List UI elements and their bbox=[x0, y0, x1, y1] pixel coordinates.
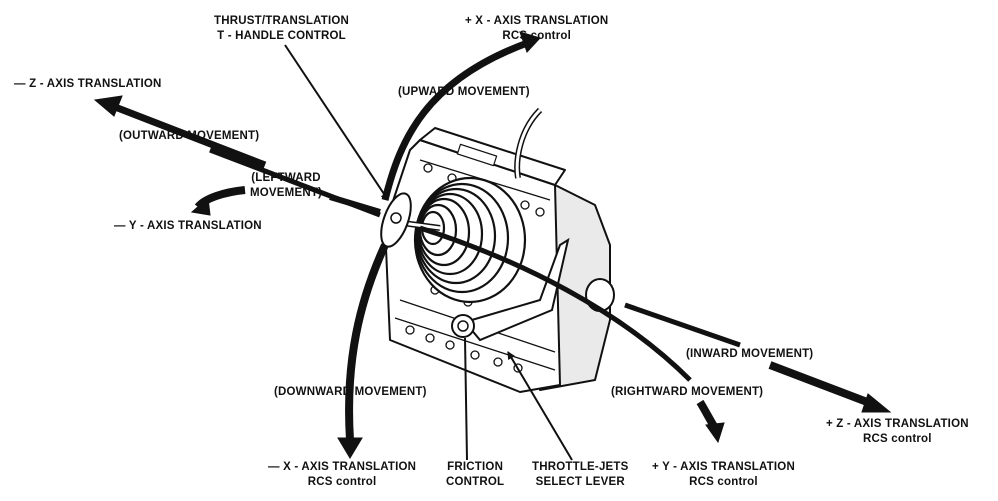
label-plus-z-axis: + Z - AXIS TRANSLATION RCS control bbox=[826, 417, 969, 447]
label-rightward-movement: (RIGHTWARD MOVEMENT) bbox=[611, 386, 764, 398]
label-line: THROTTLE-JETS bbox=[532, 461, 629, 473]
label-line: + X - AXIS TRANSLATION bbox=[465, 15, 609, 27]
arrow-rightward bbox=[419, 225, 692, 382]
arrow-outward bbox=[113, 103, 267, 169]
leader-lines bbox=[284, 44, 573, 461]
leader-throttle bbox=[507, 351, 573, 461]
label-line: + Y - AXIS TRANSLATION bbox=[652, 461, 795, 473]
label-line: FRICTION bbox=[447, 461, 504, 473]
arrowhead-downward bbox=[337, 437, 363, 459]
label-subline: RCS control bbox=[502, 30, 572, 42]
label-minus-y-axis: — Y - AXIS TRANSLATION bbox=[114, 220, 262, 232]
arrowhead-inward bbox=[861, 393, 892, 413]
leader-friction bbox=[464, 337, 468, 461]
throttle-jets-select-lever-graphic[interactable] bbox=[463, 237, 570, 342]
label-plus-x-axis: + X - AXIS TRANSLATION RCS control bbox=[465, 14, 608, 44]
label-throttle-jets-select-lever: THROTTLE-JETS SELECT LEVER bbox=[532, 460, 629, 490]
label-line: SELECT LEVER bbox=[535, 476, 625, 488]
label-minus-z-axis: — Z - AXIS TRANSLATION bbox=[14, 78, 162, 90]
label-line: MOVEMENT) bbox=[250, 187, 323, 199]
arrowhead-outward bbox=[93, 95, 123, 117]
arrowhead-rightward bbox=[705, 422, 725, 444]
label-plus-y-axis: + Y - AXIS TRANSLATION RCS control bbox=[652, 460, 795, 490]
label-line: (LEFTWARD bbox=[251, 172, 321, 184]
label-subline: RCS control bbox=[689, 476, 758, 488]
arrow-leftward bbox=[329, 194, 381, 215]
label-friction-control: FRICTION CONTROL bbox=[446, 460, 504, 490]
label-line: — X - AXIS TRANSLATION bbox=[268, 461, 417, 473]
arrowhead-upward bbox=[519, 31, 541, 53]
label-line: + Z - AXIS TRANSLATION bbox=[826, 418, 969, 430]
arrow-downward bbox=[345, 243, 389, 441]
label-line: CONTROL bbox=[446, 476, 505, 488]
leader-t-handle bbox=[284, 44, 389, 201]
label-thrust-translation-t-handle: THRUST/TRANSLATION T - HANDLE CONTROL bbox=[214, 14, 349, 44]
label-outward-movement: (OUTWARD MOVEMENT) bbox=[119, 130, 260, 142]
label-upward-movement: (UPWARD MOVEMENT) bbox=[398, 86, 530, 98]
bellows-boot bbox=[413, 176, 527, 304]
label-minus-x-axis: — X - AXIS TRANSLATION RCS control bbox=[268, 460, 416, 490]
label-line: T - HANDLE CONTROL bbox=[217, 30, 346, 42]
arrowhead-leftward bbox=[190, 196, 211, 216]
arrow-upward bbox=[381, 38, 532, 201]
friction-control-knob[interactable] bbox=[451, 314, 475, 338]
arrow-inward bbox=[624, 302, 741, 348]
label-subline: RCS control bbox=[863, 433, 932, 445]
movement-arrows bbox=[93, 31, 892, 459]
label-subline: RCS control bbox=[307, 476, 377, 488]
label-inward-movement: (INWARD MOVEMENT) bbox=[686, 348, 814, 360]
label-line: THRUST/TRANSLATION bbox=[214, 15, 349, 27]
label-downward-movement: (DOWNWARD MOVEMENT) bbox=[274, 386, 427, 398]
label-leftward-movement: (LEFTWARD MOVEMENT) bbox=[250, 171, 322, 201]
